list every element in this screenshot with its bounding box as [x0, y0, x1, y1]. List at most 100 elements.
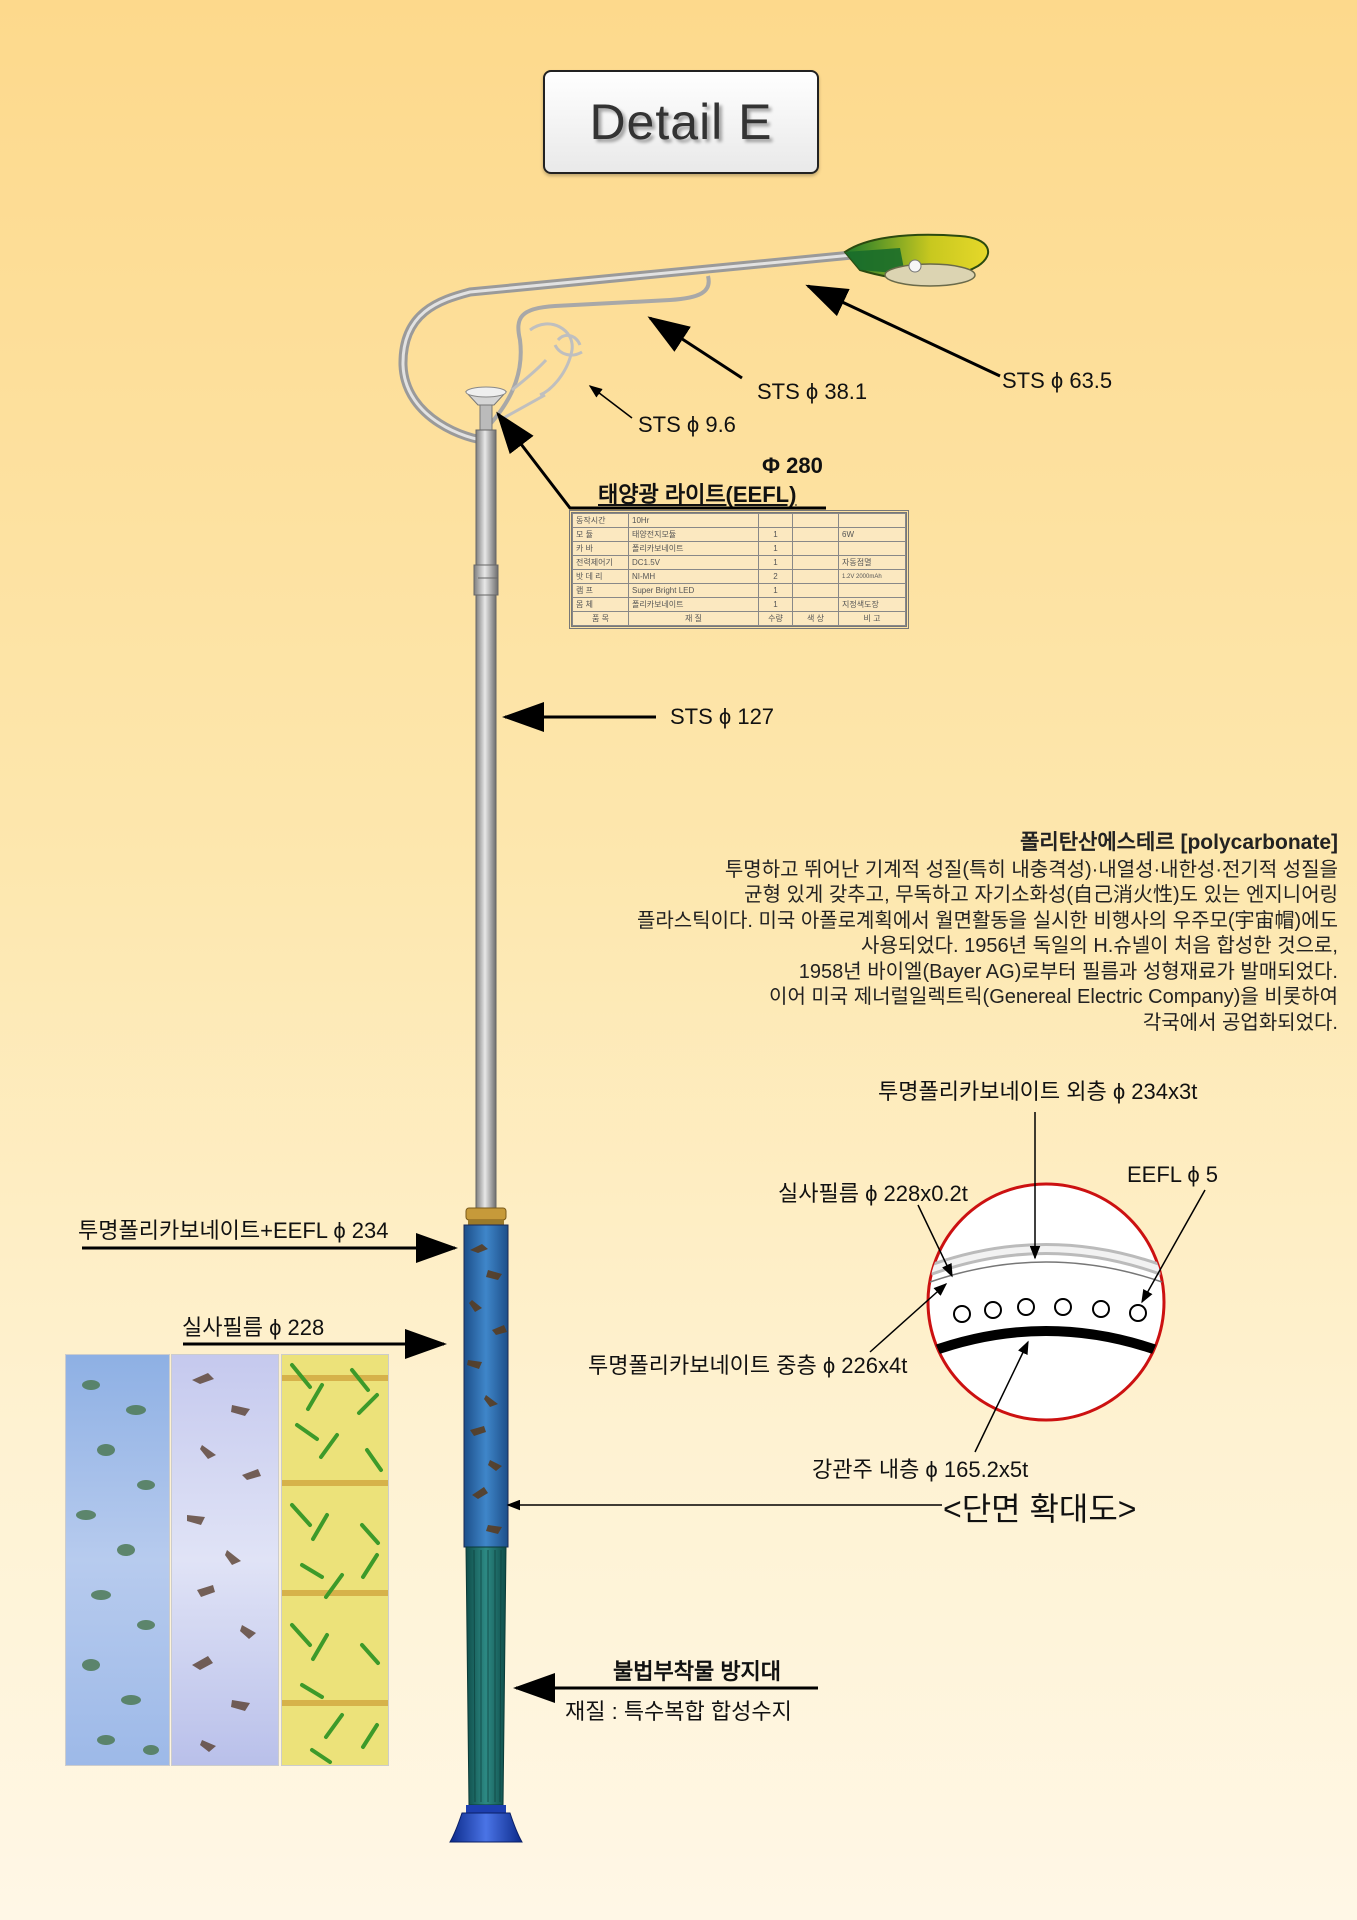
table-cell: 카 바 — [572, 541, 629, 556]
table-cell: 밧 데 리 — [572, 569, 629, 584]
table-row: 밧 데 리 NI-MH 2 1.2V 2000mAh — [572, 569, 906, 584]
table-cell: Super Bright LED — [628, 583, 759, 598]
table-cell — [792, 569, 839, 584]
description-title: 폴리탄산에스테르 [polycarbonate] — [1020, 831, 1338, 854]
description-line: 균형 있게 갖추고, 무독하고 자기소화성(自己消火性)도 있는 엔지니어링 — [744, 884, 1338, 906]
arrow-eefl-5 — [1141, 1189, 1206, 1304]
table-row: 동작시간 10Hr — [572, 513, 906, 528]
pattern-panel-birds — [171, 1354, 279, 1766]
table-cell — [838, 513, 906, 528]
label-sts-9-6: STS ϕ 9.6 — [638, 412, 736, 437]
table-cell: 1 — [758, 597, 793, 612]
pole-base — [449, 1805, 523, 1843]
table-cell — [792, 583, 839, 598]
table-cell: 1.2V 2000mAh — [838, 569, 906, 584]
table-header-cell: 비 고 — [838, 611, 906, 626]
description-line: 사용되었다. 1956년 독일의 H.슈넬이 처음 합성한 것으로, — [861, 935, 1338, 957]
arrow-sts-38-1 — [647, 316, 743, 380]
description-line: 1958년 바이엘(Bayer AG)로부터 필름과 성형재료가 발매되었다. — [798, 960, 1338, 983]
label-silk-film: 실사필름 ϕ 228 — [182, 1315, 325, 1340]
table-cell — [792, 513, 839, 528]
label-silk-film-detail: 실사필름 ϕ 228x0.2t — [778, 1181, 968, 1206]
arrow-middle-layer — [869, 1282, 948, 1353]
table-header-cell: 색 상 — [792, 611, 839, 626]
label-inner-layer: 강관주 내층 ϕ 165.2x5t — [812, 1457, 1029, 1482]
table-cell — [792, 555, 839, 570]
table-row: 카 바 폴리카보네이트 1 — [572, 541, 906, 556]
table-row: 몸 체 폴리카보네이트 1 지정색도장 — [572, 597, 906, 612]
label-sts-127: STS ϕ 127 — [670, 704, 775, 729]
arrow-inner-layer — [974, 1340, 1029, 1453]
table-header-cell: 재 질 — [628, 611, 759, 626]
label-light-diameter: Φ 280 — [762, 453, 823, 478]
table-cell: 폴리카보네이트 — [628, 597, 759, 612]
table-cell: 램 프 — [572, 583, 629, 598]
table-cell: DC1.5V — [628, 555, 759, 570]
table-cell — [838, 583, 906, 598]
solar-cap — [464, 386, 508, 431]
table-cell: 1 — [758, 555, 793, 570]
eefl-tubes — [953, 1298, 1147, 1323]
label-pc-eefl: 투명폴리카보네이트+EEFL ϕ 234 — [78, 1218, 389, 1243]
table-header-row: 품 목 재 질 수량 색 상 비 고 — [572, 611, 906, 626]
arrow-sts-9-6 — [588, 385, 633, 419]
bird-ornament — [499, 322, 583, 422]
inner-layer-arc — [928, 1326, 1164, 1357]
description-line: 플라스틱이다. 미국 아폴로계획에서 월면활동을 실시한 비행사의 우주모(宇宙… — [636, 909, 1338, 932]
polycarbonate-description: 폴리탄산에스테르 [polycarbonate] 투명하고 뛰어난 기계적 성질… — [520, 830, 1338, 1036]
table-cell: 2 — [758, 569, 793, 584]
table-cell — [758, 513, 793, 528]
table-header-cell: 수량 — [758, 611, 793, 626]
table-cell: 동작시간 — [572, 513, 629, 528]
description-line: 각국에서 공업화되었다. — [1142, 1011, 1338, 1034]
label-outer-layer: 투명폴리카보네이트 외층 ϕ 234x3t — [878, 1079, 1198, 1104]
spec-table: 동작시간 10Hr 모 듈 태양전지모듈 1 6W 카 바 폴리카보네이트 1 … — [569, 510, 909, 629]
steel-pole — [475, 429, 497, 1209]
table-cell: 전력제어기 — [572, 555, 629, 570]
lamp-arm — [398, 250, 857, 445]
table-cell — [838, 541, 906, 556]
table-cell — [792, 527, 839, 542]
description-line: 투명하고 뛰어난 기계적 성질(특히 내충격성)·내열성·내한성·전기적 성질을 — [724, 858, 1338, 881]
table-row: 모 듈 태양전지모듈 1 6W — [572, 527, 906, 542]
label-anti-attach-material: 재질 : 특수복합 합성수지 — [565, 1699, 792, 1724]
table-cell: 태양전지모듈 — [628, 527, 759, 542]
film-arc — [929, 1261, 1163, 1283]
table-row: 전력제어기 DC1.5V 1 자동점멸 — [572, 555, 906, 570]
bird-film-wrap — [463, 1224, 509, 1548]
pattern-panel-bamboo — [281, 1354, 389, 1766]
table-cell: 몸 체 — [572, 597, 629, 612]
label-solar-light: 태양광 라이트(EEFL) — [598, 482, 797, 507]
lamp-head — [843, 233, 989, 287]
table-cell: 1 — [758, 527, 793, 542]
arrow-sts-63-5 — [805, 284, 1001, 378]
arrow-solar-light — [496, 411, 826, 510]
label-eefl-5: EEFL ϕ 5 — [1127, 1162, 1218, 1187]
table-cell: 폴리카보네이트 — [628, 541, 759, 556]
label-anti-attach-title: 불법부착물 방지대 — [613, 1659, 782, 1684]
table-header-cell: 품 목 — [572, 611, 629, 626]
table-cell — [792, 541, 839, 556]
label-sts-63-5: STS ϕ 63.5 — [1002, 368, 1113, 393]
detail-title-box: Detail E — [543, 70, 819, 174]
pattern-panel-leaves — [65, 1354, 170, 1766]
description-line: 이어 미국 제너럴일렉트릭(Genereal Electric Company)… — [769, 986, 1338, 1008]
table-cell: 자동점멸 — [838, 555, 906, 570]
label-sts-38-1: STS ϕ 38.1 — [757, 379, 868, 404]
table-cell: 10Hr — [628, 513, 759, 528]
table-cell: 6W — [838, 527, 906, 542]
label-middle-layer: 투명폴리카보네이트 중층 ϕ 226x4t — [588, 1353, 908, 1378]
table-cell: 모 듈 — [572, 527, 629, 542]
bird-silhouettes — [467, 1244, 507, 1534]
label-section-title: <단면 확대도> — [943, 1491, 1137, 1527]
arrow-silk-detail — [917, 1204, 953, 1278]
table-cell: NI-MH — [628, 569, 759, 584]
arm-brace — [478, 275, 711, 437]
table-cell — [792, 597, 839, 612]
table-cell: 1 — [758, 583, 793, 598]
cross-section-detail — [869, 1112, 1206, 1453]
table-cell: 지정색도장 — [838, 597, 906, 612]
detail-title: Detail E — [589, 94, 773, 150]
table-cell: 1 — [758, 541, 793, 556]
